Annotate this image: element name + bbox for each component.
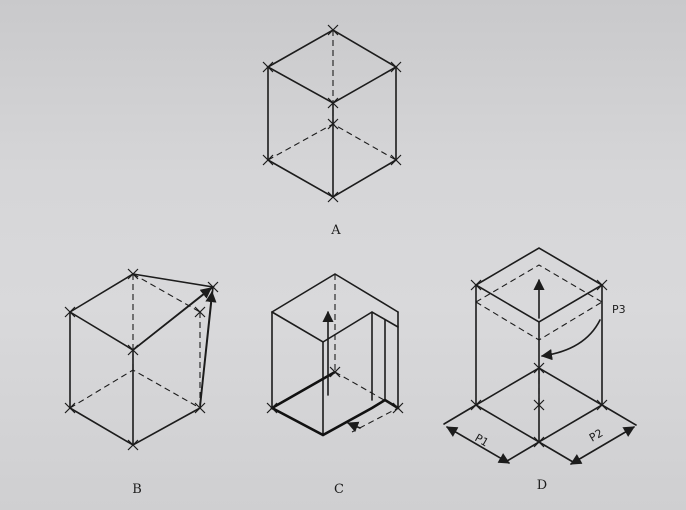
figure-label-a: A [330,223,341,238]
figure-label-d: D [537,478,547,493]
dimension-label-p3: P3 [612,303,626,316]
figure-b [64,268,219,451]
cube-a-vertex-marks [262,24,402,203]
cube-b-vector-arrow-1 [132,287,212,351]
cube-b-bottom-front [69,407,201,446]
figure-c [266,273,404,437]
cube-b-hidden-bottom [69,369,201,409]
cube-a-hidden-bottom [267,123,397,161]
cube-d-hidden-lower [475,301,603,341]
cube-d-vertex-marks [470,279,608,448]
dimension-label-p1: P1 [473,431,491,449]
cube-b-vector-arrow-2 [199,290,217,406]
cube-b-hidden-top-edge [132,273,201,313]
cube-d-dim-line-p1 [446,426,510,464]
cube-a-bottom-front [267,159,397,198]
cube-c-bottom-back-bold [270,370,337,410]
cube-c-small-arrow [346,421,361,433]
cube-d-ext-left [443,404,477,425]
cube-a-top-face [266,29,398,104]
figure-a [262,24,402,203]
cube-d-hidden-upper [475,264,603,303]
cube-b-vertex-marks [64,268,219,451]
cube-b-top-face [69,273,215,351]
figure-label-b: B [132,482,142,497]
figure-label-c: C [334,482,344,497]
dimension-label-p2: P2 [587,427,605,445]
cube-c-vertex-marks [266,366,404,414]
cube-d-ext-right [601,404,637,426]
cube-d-dim-line-p2 [570,426,635,465]
cube-d-p3-leader [540,319,601,361]
cube-d-ext-front-right [538,441,574,463]
cube-d-ext-front [506,441,540,462]
figure-d [443,247,637,465]
